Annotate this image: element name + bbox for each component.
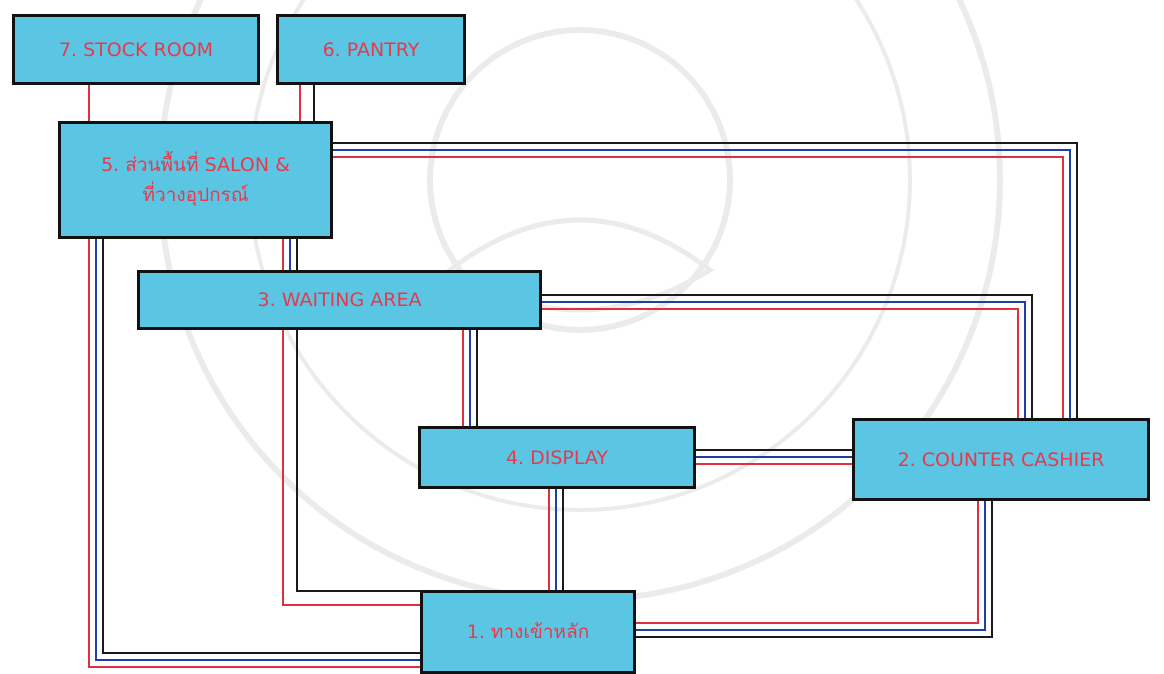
node-stock-room-label: 7. STOCK ROOM [59,35,213,65]
connector-counter-entrance [636,501,992,637]
connector-line-red [542,309,1018,418]
connector-line-red [283,330,420,605]
node-waiting-area-label: 3. WAITING AREA [258,285,422,315]
node-display-label: 4. DISPLAY [506,443,608,473]
node-main-entrance: 1. ทางเข้าหลัก [420,590,636,674]
connector-salon-waiting [283,239,297,270]
node-pantry: 6. PANTRY [276,14,466,85]
connector-waiting-display [463,330,477,426]
connector-line-black [297,330,420,591]
connector-line-red [636,501,978,623]
node-main-entrance-label: 1. ทางเข้าหลัก [467,617,589,647]
node-pantry-label: 6. PANTRY [323,35,420,65]
connector-line-blue [636,501,985,630]
node-salon-label: 5. ส่วนพื้นที่ SALON & ที่วางอุปกรณ์ [101,150,290,210]
connector-display-counter [696,450,852,464]
connector-display-entrance [549,489,563,590]
node-counter-cashier-label: 2. COUNTER CASHIER [898,445,1105,475]
node-salon: 5. ส่วนพื้นที่ SALON & ที่วางอุปกรณ์ [58,121,333,239]
connector-line-blue [542,302,1025,418]
connector-line-black [636,501,992,637]
connector-waiting-entrance [283,330,420,605]
node-counter-cashier: 2. COUNTER CASHIER [852,418,1150,501]
connector-line-black [542,295,1032,418]
node-stock-room: 7. STOCK ROOM [12,14,260,85]
connector-waiting-counter [542,295,1032,418]
connector-pantry-salon [300,85,314,121]
node-display: 4. DISPLAY [418,426,696,489]
node-waiting-area: 3. WAITING AREA [137,270,542,330]
